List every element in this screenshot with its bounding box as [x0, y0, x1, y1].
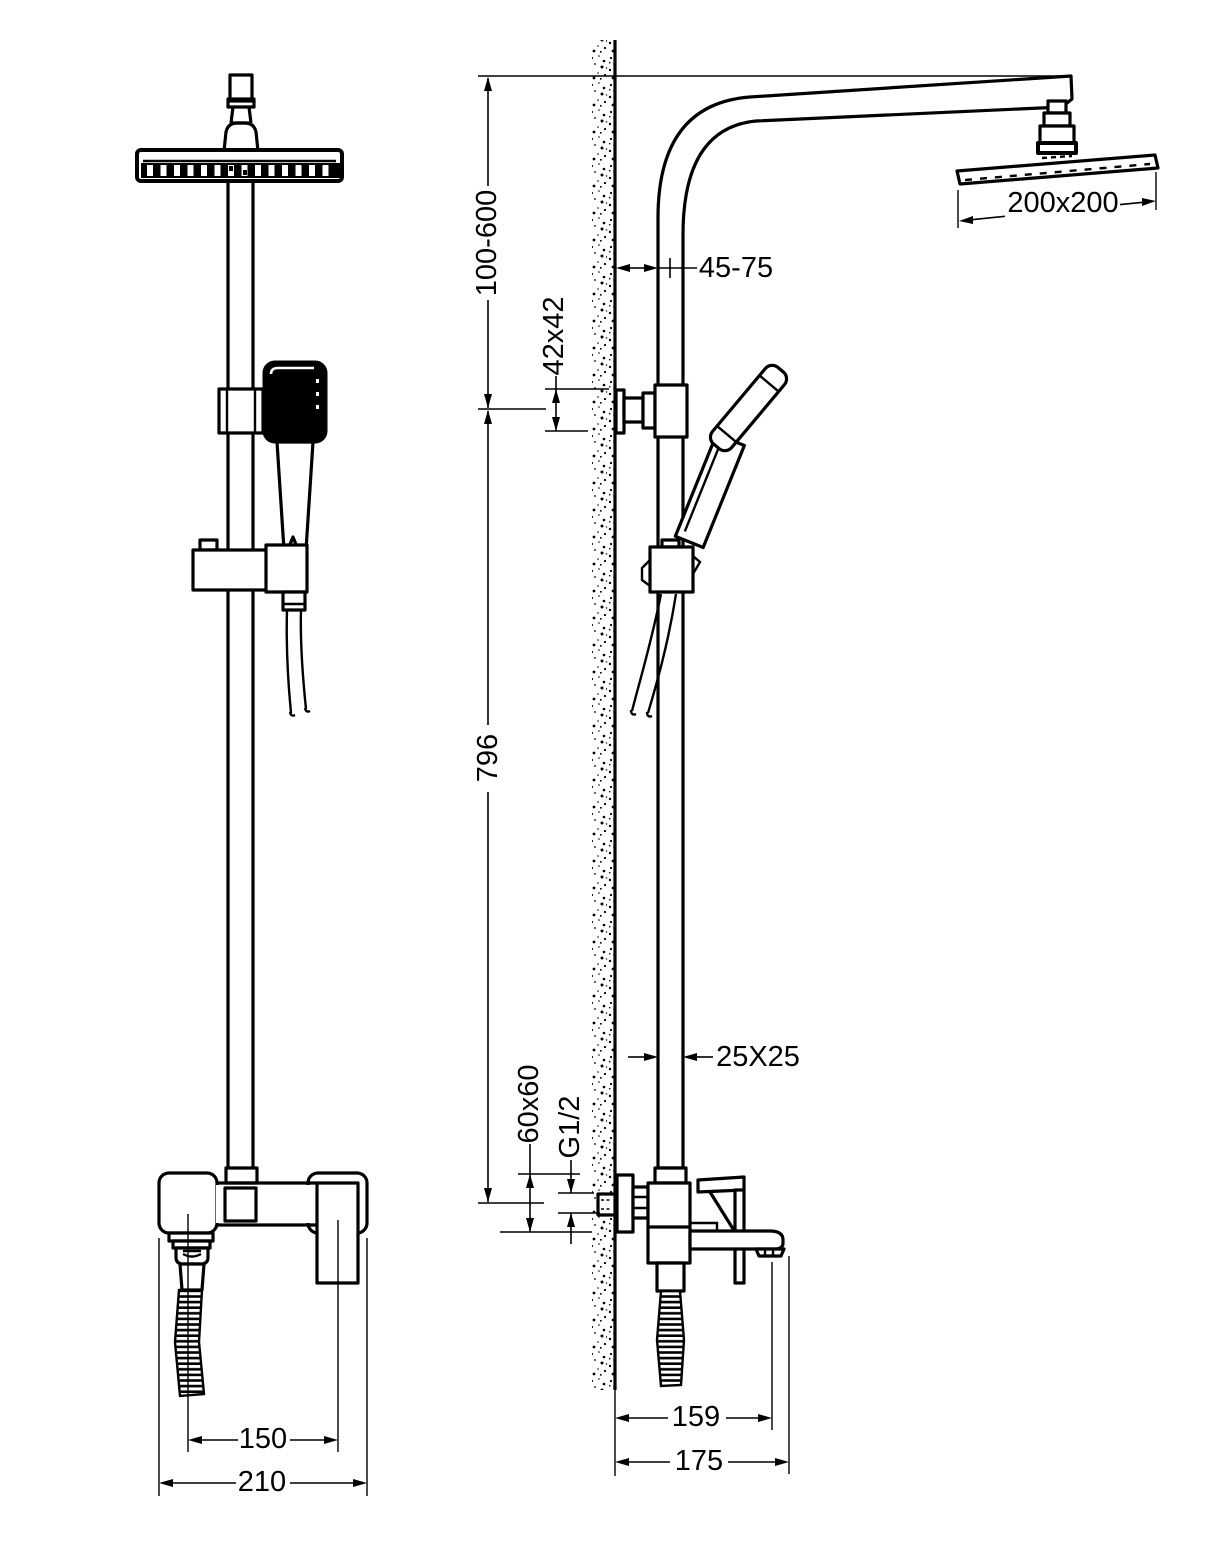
label-bracket-size: 42x42	[538, 296, 570, 375]
label-showerhead-size: 200x200	[1007, 187, 1118, 219]
dim-showerhead-size: 200x200	[957, 172, 1157, 228]
side-escutcheon	[615, 1173, 635, 1234]
front-view	[135, 73, 369, 1398]
side-rain-head	[955, 153, 1160, 186]
front-top-stem	[228, 73, 254, 103]
dimensions: 100-600 796 45-75 42x42	[158, 75, 1157, 1498]
front-outlet-hose	[173, 1288, 206, 1398]
front-riser-pipe	[226, 181, 255, 1168]
label-overall-reach: 175	[675, 1445, 723, 1477]
dim-spout-reach: 159 175	[614, 1256, 790, 1477]
dim-inlet-thread: G1/2	[554, 1096, 600, 1244]
side-slider-clamp	[640, 538, 702, 594]
side-hose-upper	[629, 593, 678, 718]
dim-pipe-profile: 25X25	[628, 1041, 800, 1073]
label-inlet-thread: G1/2	[554, 1096, 586, 1159]
label-front-overall-width: 210	[238, 1466, 286, 1498]
side-spout	[688, 1229, 785, 1251]
dim-front-widths: 150 210	[158, 1214, 368, 1498]
side-mixer-body	[646, 1181, 692, 1265]
wall-inlet-g12	[596, 1192, 617, 1217]
side-handshower	[673, 363, 789, 550]
dim-bracket-size: 42x42	[538, 296, 609, 432]
dim-wall-distance: 45-75	[616, 252, 773, 284]
label-pipe-profile: 25X25	[716, 1041, 800, 1073]
side-riser-and-arm	[656, 74, 1074, 1170]
label-wall-distance: 45-75	[699, 252, 773, 284]
front-wall-bracket	[217, 387, 265, 435]
side-outlet-hose	[655, 1289, 686, 1388]
side-view	[596, 74, 1160, 1388]
label-riser-length: 796	[472, 734, 504, 782]
front-diverter	[223, 1186, 258, 1223]
wall-section	[592, 40, 617, 1390]
dim-riser-length: 796	[472, 410, 504, 1202]
label-riser-height-range: 100-600	[471, 190, 503, 296]
front-shower-head	[135, 148, 344, 183]
front-handshower	[262, 360, 328, 554]
front-mixer	[157, 1166, 369, 1398]
label-front-hose-spacing: 150	[239, 1423, 287, 1455]
front-hose	[281, 590, 311, 717]
side-head-joint	[1036, 99, 1078, 166]
front-slider-clamp	[191, 538, 309, 594]
side-wall-bracket	[614, 383, 689, 439]
label-escutcheon-size: 60x60	[513, 1064, 545, 1143]
label-spout-reach: 159	[672, 1401, 720, 1433]
dim-riser-height-range: 100-600	[471, 77, 503, 408]
side-mixer	[596, 1166, 786, 1388]
dim-escutcheon-size: 60x60	[500, 1064, 592, 1233]
